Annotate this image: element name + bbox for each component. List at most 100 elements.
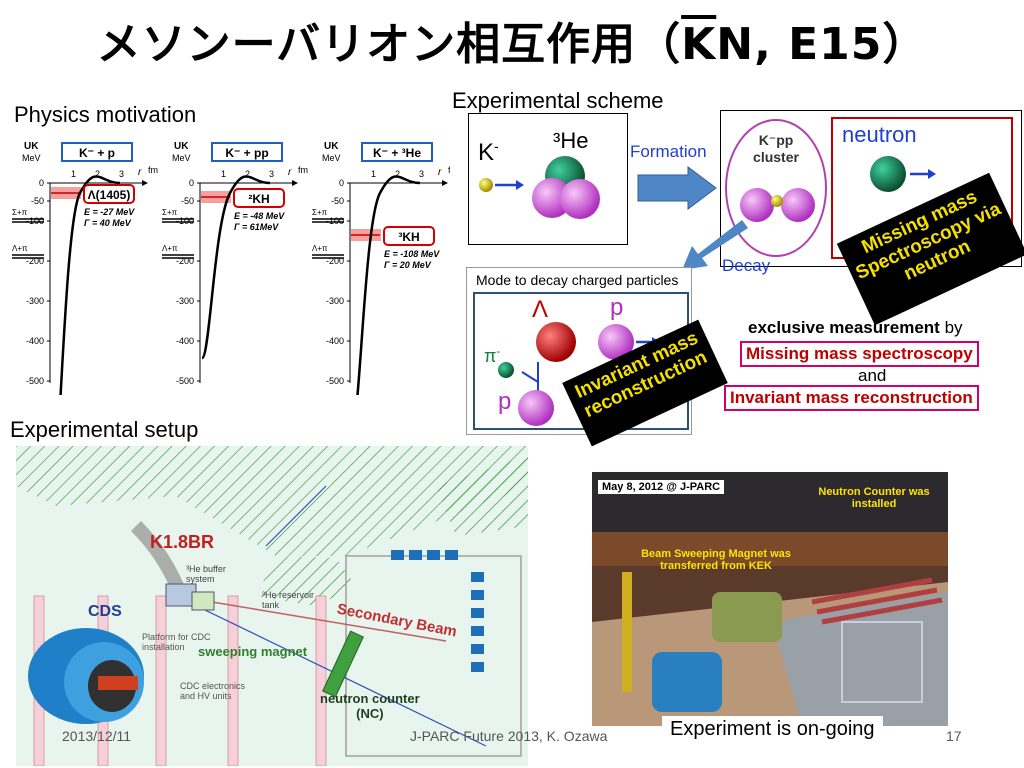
formation-label: Formation <box>630 142 707 161</box>
state-label: ³KH <box>398 230 419 244</box>
decay-arrow <box>682 220 748 270</box>
x-tick-label: 1 <box>221 169 226 179</box>
x-axis-label: r <box>438 167 442 178</box>
chart-header: K⁻ + p <box>79 146 115 160</box>
state-box <box>383 226 435 246</box>
cdc-electronics-label: CDC electronics and HV units <box>180 681 246 701</box>
binding-energy: E = -48 MeV <box>234 211 285 221</box>
footer-date: 2013/12/11 <box>62 728 132 744</box>
y-tick-label: -50 <box>331 196 344 206</box>
potential-curve <box>356 175 421 395</box>
y-tick-label: -50 <box>181 196 194 206</box>
cds-label: CDS <box>88 603 122 620</box>
y-tick-label: -300 <box>326 296 344 306</box>
x-tick-label: 1 <box>71 169 76 179</box>
threshold-sigma-pi: Σ+π <box>12 208 28 217</box>
chart-header: K⁻ + pp <box>225 146 268 160</box>
lambda-label: Λ <box>532 296 549 323</box>
width-label: Γ = 40 MeV <box>84 218 132 228</box>
y-tick-label: -200 <box>26 256 44 266</box>
footer-center: J-PARC Future 2013, K. Ozawa <box>410 728 608 744</box>
x-axis-arrow <box>292 180 298 186</box>
x-axis-label: r <box>288 167 292 178</box>
platform-label: Platform for CDC installation <box>142 632 211 652</box>
title-prefix: メソンーバリオン相互作用（ <box>96 19 682 70</box>
chart-yunit: MeV <box>172 153 191 163</box>
and-label: and <box>858 366 887 385</box>
neutron-label: neutron <box>842 122 917 147</box>
y-tick-label: -500 <box>176 376 194 386</box>
proton-label-1: p <box>610 294 624 321</box>
y-tick-label: -500 <box>326 376 344 386</box>
kminus-label: K- <box>478 138 499 166</box>
x-axis-arrow <box>442 180 448 186</box>
chart-header-box <box>211 142 283 162</box>
state-label: Λ(1405) <box>88 188 131 202</box>
potential-curve <box>200 175 271 360</box>
potential-chart-3: K⁻ + ³HeUKMeVrfm1230-50-100-200-300-400-… <box>312 141 450 395</box>
k18br-label: K1.8BR <box>150 532 215 552</box>
threshold-sigma-pi: Σ+π <box>162 208 178 217</box>
binding-energy: E = -27 MeV <box>84 207 135 217</box>
formation-arrow <box>637 166 717 210</box>
state-box <box>83 184 135 204</box>
chart-header: K⁻ + ³He <box>373 146 421 160</box>
y-tick-label: 0 <box>189 178 194 188</box>
threshold-lambda-pi: Λ+π <box>312 244 328 253</box>
x-axis-unit: fm <box>448 165 450 175</box>
y-tick-label: -300 <box>26 296 44 306</box>
footer-page: 17 <box>946 728 962 744</box>
y-tick-label: 0 <box>39 178 44 188</box>
section-experimental-setup: Experimental setup <box>10 417 199 442</box>
x-axis-unit: fm <box>298 165 308 175</box>
photo-date: May 8, 2012 @ J-PARC <box>598 480 725 494</box>
y-tick-label: -50 <box>31 196 44 206</box>
section-experimental-scheme: Experimental scheme <box>452 88 664 113</box>
x-tick-label: 3 <box>419 169 424 179</box>
x-tick-label: 2 <box>395 169 400 179</box>
he-buffer-label: ³He buffer system <box>186 564 226 584</box>
decay-graphic <box>498 322 660 426</box>
y-tick-label: -100 <box>326 216 344 226</box>
y-tick-label: -100 <box>26 216 44 226</box>
photo-caption: Experiment is on-going <box>662 716 883 743</box>
cluster-graphic <box>725 117 1013 259</box>
proton-label-2: p <box>498 388 512 415</box>
title-kbar: K <box>681 19 717 70</box>
sweeping-magnet-label: sweeping magnet <box>198 644 308 659</box>
title-suffix: N, E15） <box>716 19 928 70</box>
he3-label: ³He <box>553 128 589 153</box>
threshold-sigma-pi: Σ+π <box>312 208 328 217</box>
chart-ylabel: UK <box>324 141 339 152</box>
x-axis-label: r <box>138 167 142 178</box>
setup-diagram <box>16 446 528 766</box>
y-tick-label: 0 <box>339 178 344 188</box>
y-tick-label: -200 <box>326 256 344 266</box>
y-tick-label: -100 <box>176 216 194 226</box>
x-tick-label: 2 <box>245 169 250 179</box>
threshold-lambda-pi: Λ+π <box>12 244 28 253</box>
kaon-ball <box>479 178 493 192</box>
x-axis-unit: fm <box>148 165 158 175</box>
chart-ylabel: UK <box>174 141 189 152</box>
x-tick-label: 3 <box>269 169 274 179</box>
x-tick-label: 2 <box>95 169 100 179</box>
decay-mode-label: Mode to decay charged particles <box>476 272 679 288</box>
exclusive-measurement: exclusive measurement by <box>748 318 963 337</box>
y-tick-label: -400 <box>176 336 194 346</box>
decay-label: Decay <box>722 256 771 275</box>
he-reservoir-label: ³He reservoir tank <box>262 590 315 610</box>
x-tick-label: 3 <box>119 169 124 179</box>
potential-curve <box>59 175 121 395</box>
pion-label: π- <box>484 344 501 366</box>
kaon-helium-graphic <box>479 156 600 219</box>
chart-header-box <box>61 142 133 162</box>
chart-yunit: MeV <box>22 153 41 163</box>
chart-header-box <box>361 142 433 162</box>
y-tick-label: -300 <box>176 296 194 306</box>
jparc-photo <box>592 472 948 726</box>
